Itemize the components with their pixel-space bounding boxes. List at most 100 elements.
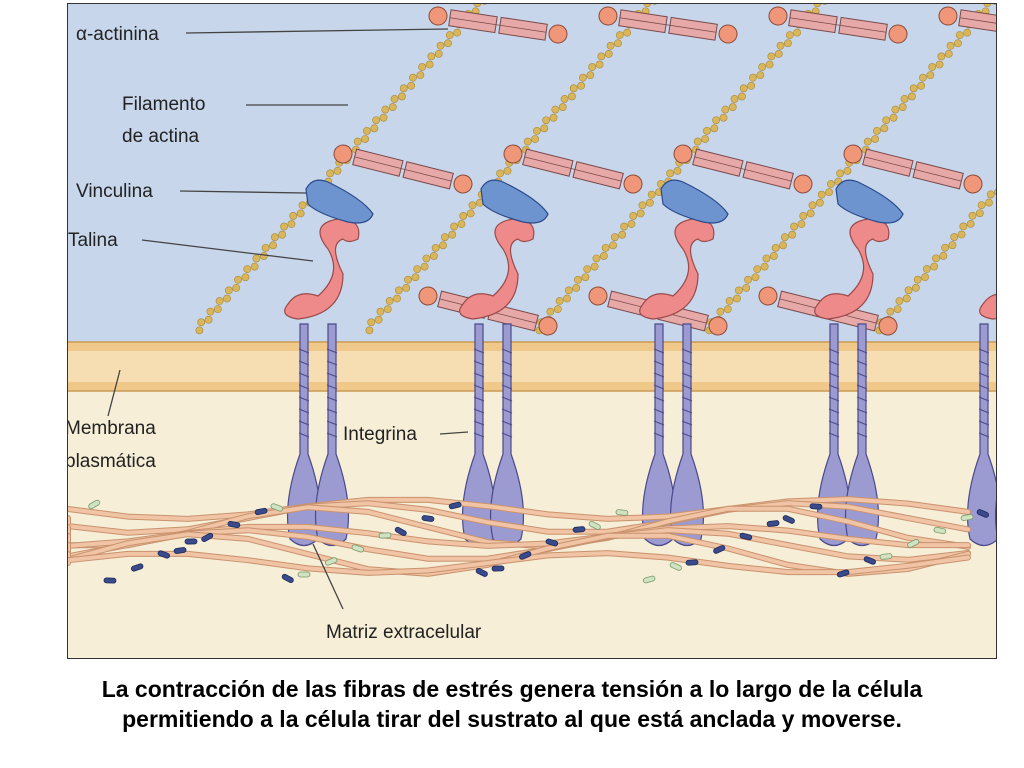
actin-bead xyxy=(551,105,560,114)
actin-bead xyxy=(298,201,307,210)
ecm-molecule xyxy=(782,515,795,524)
actin-bead xyxy=(411,273,420,282)
actin-bead xyxy=(569,84,578,93)
integrin-stripe xyxy=(473,348,485,354)
actin-bead xyxy=(721,105,730,114)
ecm-molecule xyxy=(394,526,407,537)
integrin-stripe xyxy=(298,372,310,378)
actin-bead xyxy=(223,294,231,303)
actin-bead xyxy=(367,318,376,327)
actin-bead xyxy=(457,220,466,228)
integrin-stripe xyxy=(828,420,840,426)
actin-bead xyxy=(769,252,778,260)
integrin-stripe xyxy=(326,348,338,354)
actin-bead xyxy=(448,230,457,239)
actin-bead xyxy=(252,254,261,263)
actinin-node xyxy=(758,286,778,306)
actin-bead xyxy=(374,315,383,324)
actin-bead xyxy=(948,241,957,250)
talin xyxy=(459,218,535,320)
integrin-stripe xyxy=(473,372,485,378)
alpha-actinin xyxy=(843,144,983,194)
actin-bead xyxy=(615,31,624,40)
actin-bead xyxy=(693,137,702,146)
integrin-stripe xyxy=(473,432,485,438)
actin-bead xyxy=(404,275,412,284)
integrin-stripe xyxy=(828,396,840,402)
actin-bead xyxy=(751,273,760,282)
actinin-node xyxy=(428,6,448,26)
actinin-node xyxy=(538,316,558,336)
actin-bead xyxy=(921,273,929,282)
actin-bead xyxy=(206,307,215,316)
actin-bead xyxy=(797,220,806,228)
ecm-molecule xyxy=(281,573,294,583)
ecm-molecule xyxy=(475,568,488,577)
actin-bead xyxy=(577,81,586,90)
integrin-stripe xyxy=(856,396,868,402)
actin-bead xyxy=(762,254,771,263)
actin-bead xyxy=(994,188,996,196)
actin-bead xyxy=(919,73,927,82)
leader-lines xyxy=(107,28,469,610)
talin xyxy=(814,218,890,320)
actin-bead xyxy=(712,116,721,125)
actin-bead xyxy=(926,71,935,80)
ecm-molecule xyxy=(378,532,392,539)
integrin-stripe xyxy=(653,396,665,402)
actin-bead xyxy=(353,137,362,146)
actin-bead xyxy=(296,209,305,218)
integrin-subunit xyxy=(994,499,996,532)
actinin-rod-core xyxy=(354,156,452,182)
actin-bead xyxy=(747,81,756,90)
ecm-molecule xyxy=(960,514,974,521)
actin-bead xyxy=(261,243,270,252)
integrin-stripe xyxy=(653,432,665,438)
vinculin xyxy=(480,179,549,224)
actin-bead xyxy=(825,188,833,197)
actin-bead xyxy=(756,71,765,80)
actinin-rod-core xyxy=(524,156,622,182)
actinin-node xyxy=(418,286,438,306)
actin-bead xyxy=(604,49,613,58)
ecm-fiber xyxy=(68,497,970,521)
actin-bead xyxy=(473,4,482,8)
integrin-stripe xyxy=(681,384,693,390)
integrin-stripe xyxy=(653,408,665,414)
actin-bead xyxy=(968,211,977,220)
actin-bead xyxy=(413,265,422,274)
actin-bead xyxy=(439,241,447,250)
actinin-rod-core xyxy=(619,17,717,33)
actin-bead xyxy=(620,222,628,231)
actin-bead xyxy=(376,307,385,316)
actin-bead xyxy=(955,31,964,40)
ecm-molecule xyxy=(88,499,101,510)
actinin-rod-core xyxy=(694,156,792,182)
actin-bead xyxy=(749,73,757,82)
actin-bead xyxy=(739,84,748,93)
vinculin xyxy=(835,179,904,224)
ecm-molecule xyxy=(421,515,435,522)
actin-bead xyxy=(788,230,797,239)
ecm-molecule xyxy=(254,507,268,516)
actin-bead xyxy=(420,262,429,271)
actin-bead xyxy=(224,286,233,295)
integrin-stripe xyxy=(501,348,513,354)
actin-bead xyxy=(468,201,477,210)
actin-bead xyxy=(784,39,792,48)
actin-bead xyxy=(813,4,822,8)
actin-bead xyxy=(496,169,504,178)
actin-bead xyxy=(549,113,558,122)
ecm-molecule xyxy=(270,503,283,512)
actin-bead xyxy=(381,105,390,114)
actin-bead xyxy=(609,241,617,250)
actin-bead xyxy=(779,241,787,250)
actin-bead xyxy=(826,180,835,188)
integrin-stripe xyxy=(978,372,990,378)
integrin-stripe xyxy=(681,360,693,366)
actin-bead xyxy=(716,307,725,316)
focal-adhesion-diagram: α-actinina Filamento de actina Vinculina… xyxy=(67,3,997,659)
actin-bead xyxy=(440,233,449,242)
actin-bead xyxy=(427,52,436,61)
alpha-actinin xyxy=(333,144,473,194)
